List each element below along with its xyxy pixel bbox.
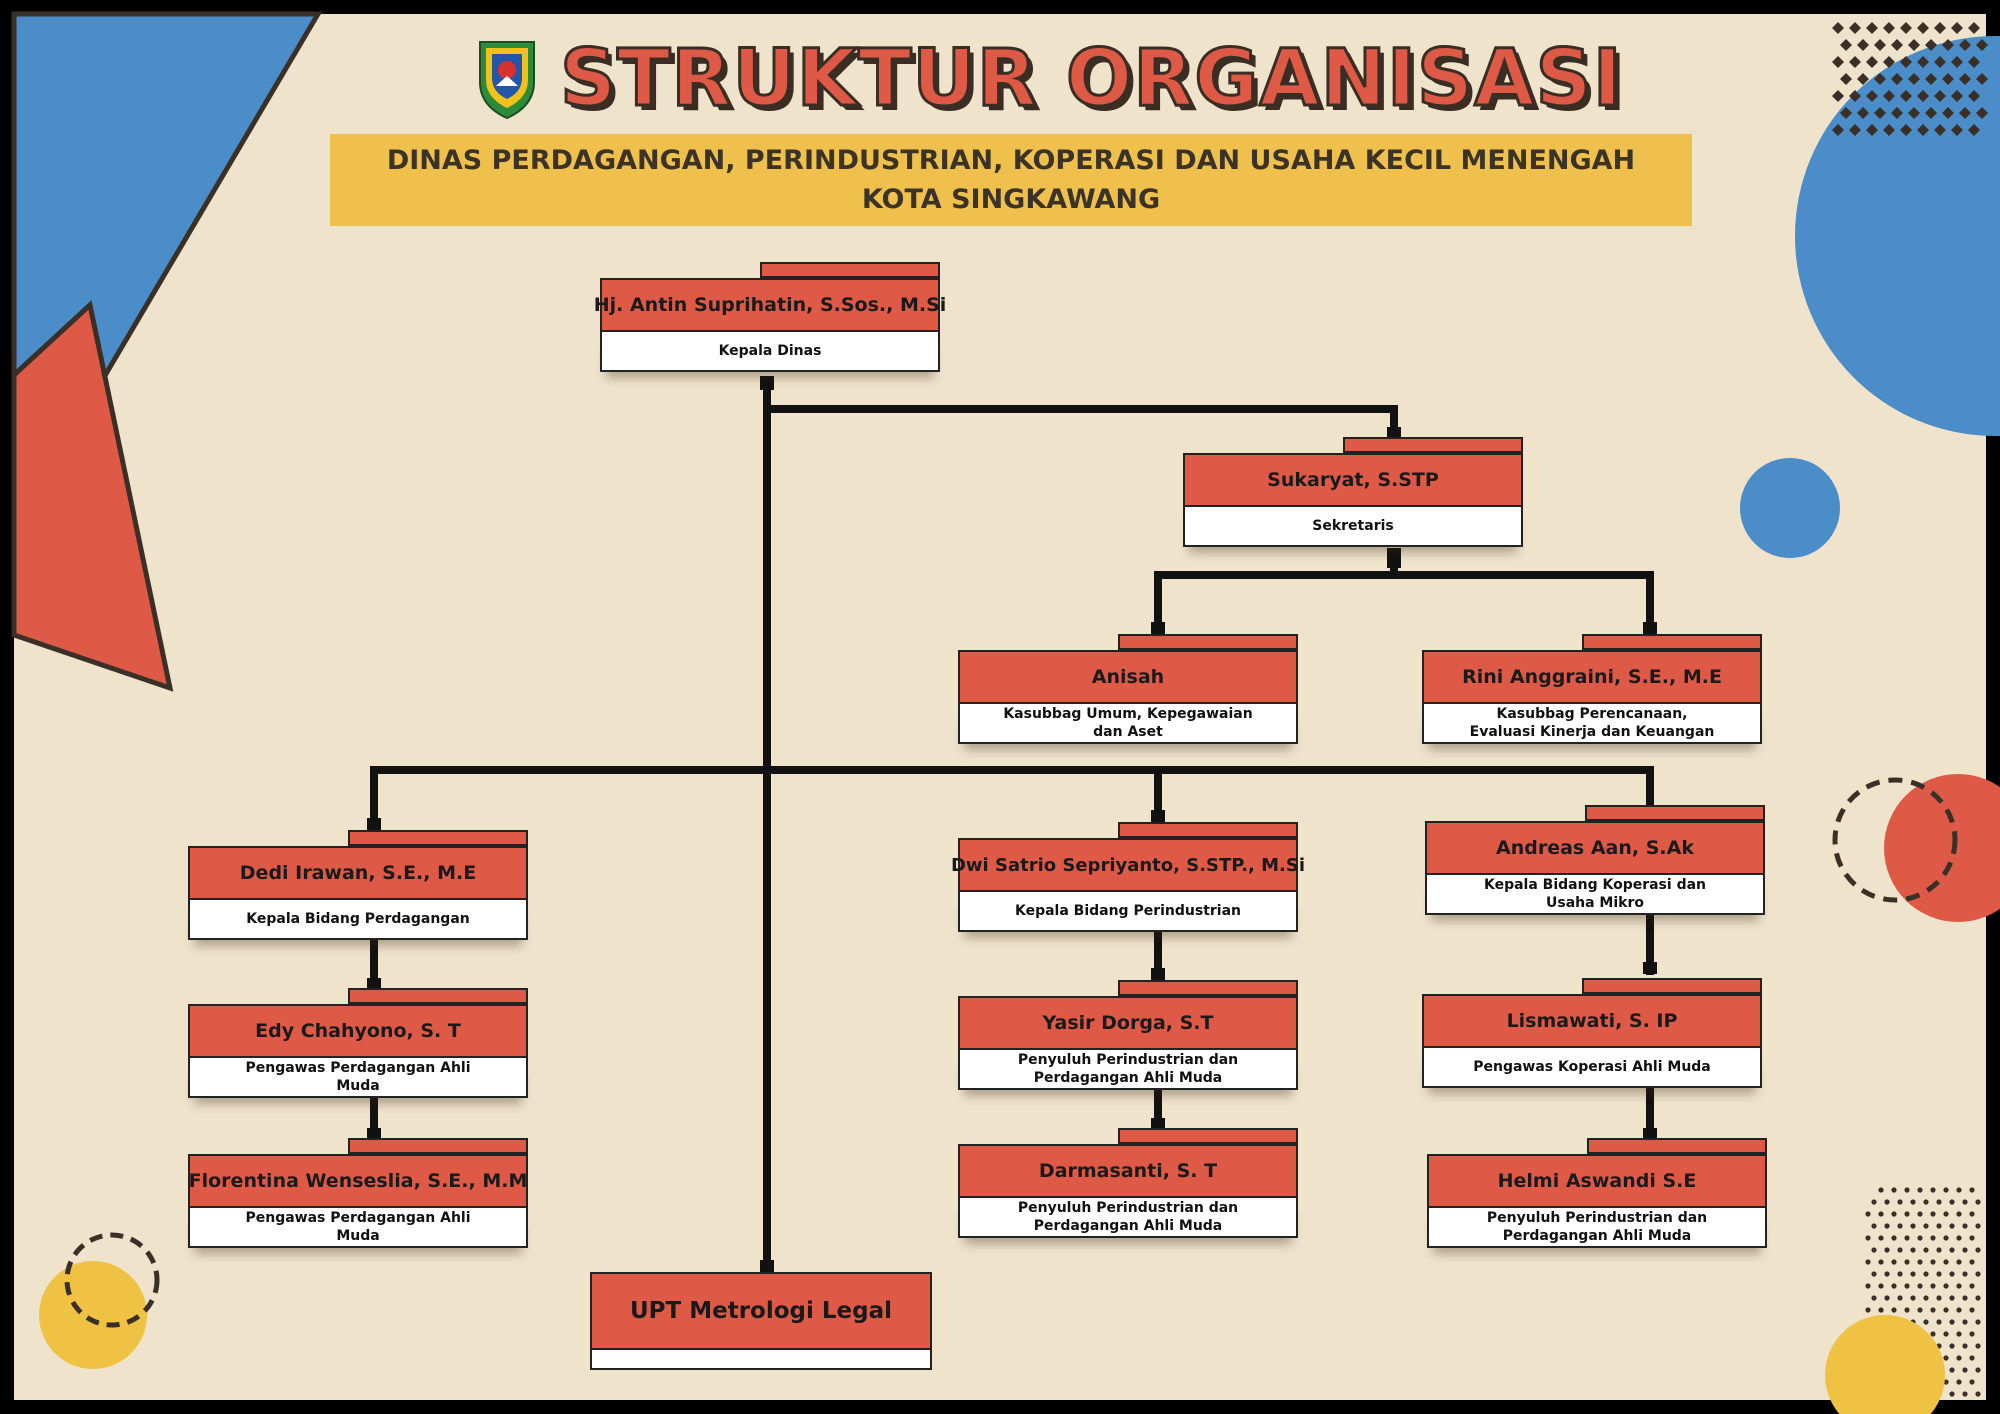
- banner-line-1: DINAS PERDAGANGAN, PERINDUSTRIAN, KOPERA…: [386, 145, 1636, 176]
- node-name: Edy Chahyono, S. T: [188, 1004, 528, 1058]
- node-name: Lismawati, S. IP: [1422, 994, 1762, 1048]
- card-tab: [1587, 1138, 1767, 1154]
- card-tab: [1585, 805, 1765, 821]
- node-name: Dedi Irawan, S.E., M.E: [188, 846, 528, 900]
- node-kasubbag-perencanaan: Rini Anggraini, S.E., M.E Kasubbag Peren…: [1422, 634, 1762, 748]
- node-penyuluh-1: Yasir Dorga, S.T Penyuluh Perindustrian …: [958, 980, 1298, 1094]
- node-upt-metrologi: UPT Metrologi Legal: [590, 1272, 932, 1370]
- node-penyuluh-3: Helmi Aswandi S.E Penyuluh Perindustrian…: [1427, 1138, 1767, 1252]
- card-tab: [348, 988, 528, 1004]
- card-tab: [760, 262, 940, 278]
- decor-yellow-circle-right: [1825, 1315, 1945, 1414]
- decor-red-triangle: [11, 300, 174, 692]
- node-role-empty: [590, 1348, 932, 1370]
- decor-yellow-circle-left: [39, 1261, 147, 1369]
- node-name: Darmasanti, S. T: [958, 1144, 1298, 1198]
- node-name: UPT Metrologi Legal: [590, 1272, 932, 1350]
- connector-joints: [367, 376, 1657, 1272]
- decor-blue-circle-small: [1740, 458, 1840, 558]
- node-role: Kepala Bidang Perdagangan: [188, 898, 528, 940]
- node-role: Penyuluh Perindustrian dan Perdagangan A…: [1427, 1206, 1767, 1248]
- node-name: Hj. Antin Suprihatin, S.Sos., M.Si: [594, 278, 946, 332]
- card-tab: [1118, 1128, 1298, 1144]
- node-pengawas-perdagangan-2: Florentina Wenseslia, S.E., M.M Pengawas…: [188, 1138, 528, 1252]
- card-tab: [348, 830, 528, 846]
- card-tab: [1118, 980, 1298, 996]
- poster-title: STRUKTUR ORGANISASI: [559, 33, 1624, 126]
- card-tab: [1118, 822, 1298, 838]
- node-role: Kepala Bidang Koperasi dan Usaha Mikro: [1425, 873, 1765, 915]
- node-kasubbag-umum: Anisah Kasubbag Umum, Kepegawaian dan As…: [958, 634, 1298, 748]
- node-name: Helmi Aswandi S.E: [1427, 1154, 1767, 1208]
- node-name: Rini Anggraini, S.E., M.E: [1422, 650, 1762, 704]
- node-name: Sukaryat, S.STP: [1183, 453, 1523, 507]
- banner-line-2: KOTA SINGKAWANG: [861, 184, 1161, 215]
- card-tab: [1582, 978, 1762, 994]
- node-name: Andreas Aan, S.Ak: [1425, 821, 1765, 875]
- department-banner: DINAS PERDAGANGAN, PERINDUSTRIAN, KOPERA…: [330, 134, 1692, 226]
- decor-dot-grid: [1865, 1187, 1981, 1397]
- card-tab: [1118, 634, 1298, 650]
- node-name: Yasir Dorga, S.T: [958, 996, 1298, 1050]
- node-role: Kasubbag Umum, Kepegawaian dan Aset: [958, 702, 1298, 744]
- node-kepala-dinas: Hj. Antin Suprihatin, S.Sos., M.Si Kepal…: [594, 262, 946, 376]
- node-role: Penyuluh Perindustrian dan Perdagangan A…: [958, 1196, 1298, 1238]
- node-penyuluh-2: Darmasanti, S. T Penyuluh Perindustrian …: [958, 1128, 1298, 1242]
- node-role: Pengawas Perdagangan Ahli Muda: [188, 1056, 528, 1098]
- decor-blue-circle-large: [1795, 36, 2000, 436]
- node-role: Kasubbag Perencanaan, Evaluasi Kinerja d…: [1422, 702, 1762, 744]
- node-pengawas-perdagangan-1: Edy Chahyono, S. T Pengawas Perdagangan …: [188, 988, 528, 1102]
- city-emblem-icon: [479, 41, 535, 120]
- node-role: Kepala Bidang Perindustrian: [958, 890, 1298, 932]
- node-kabid-perindustrian: Dwi Satrio Sepriyanto, S.STP., M.Si Kepa…: [951, 822, 1305, 936]
- node-role: Sekretaris: [1183, 505, 1523, 547]
- node-role: Penyuluh Perindustrian dan Perdagangan A…: [958, 1048, 1298, 1090]
- card-tab: [1343, 437, 1523, 453]
- decor-red-circle: [1884, 774, 2000, 922]
- node-name: Dwi Satrio Sepriyanto, S.STP., M.Si: [951, 838, 1305, 892]
- card-tab: [348, 1138, 528, 1154]
- node-role: Pengawas Perdagangan Ahli Muda: [188, 1206, 528, 1248]
- node-role: Kepala Dinas: [600, 330, 940, 372]
- node-kabid-koperasi: Andreas Aan, S.Ak Kepala Bidang Koperasi…: [1425, 805, 1765, 919]
- node-pengawas-koperasi: Lismawati, S. IP Pengawas Koperasi Ahli …: [1422, 978, 1762, 1092]
- node-name: Anisah: [958, 650, 1298, 704]
- node-sekretaris: Sukaryat, S.STP Sekretaris: [1183, 437, 1523, 551]
- node-kabid-perdagangan: Dedi Irawan, S.E., M.E Kepala Bidang Per…: [188, 830, 528, 944]
- card-tab: [1582, 634, 1762, 650]
- decor-diamond-pattern: [1832, 22, 1988, 136]
- decor-dashed-circle-left: [64, 1232, 160, 1328]
- node-name: Florentina Wenseslia, S.E., M.M: [188, 1154, 528, 1208]
- node-role: Pengawas Koperasi Ahli Muda: [1422, 1046, 1762, 1088]
- decor-dashed-circle-right: [1832, 777, 1958, 903]
